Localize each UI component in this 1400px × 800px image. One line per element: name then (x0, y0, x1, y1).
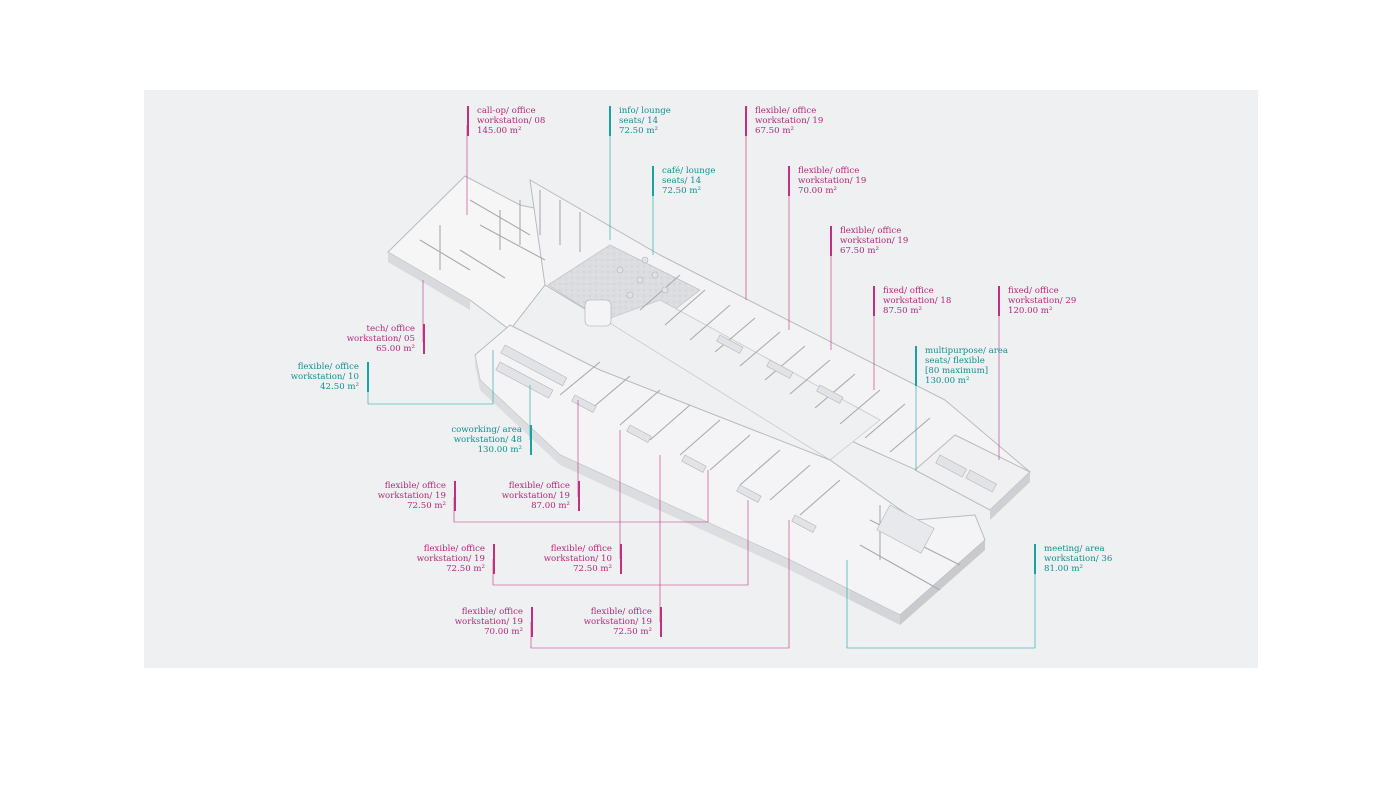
furniture (495, 256, 997, 554)
room-partitions (419, 190, 961, 591)
building-slab (387, 175, 1031, 625)
